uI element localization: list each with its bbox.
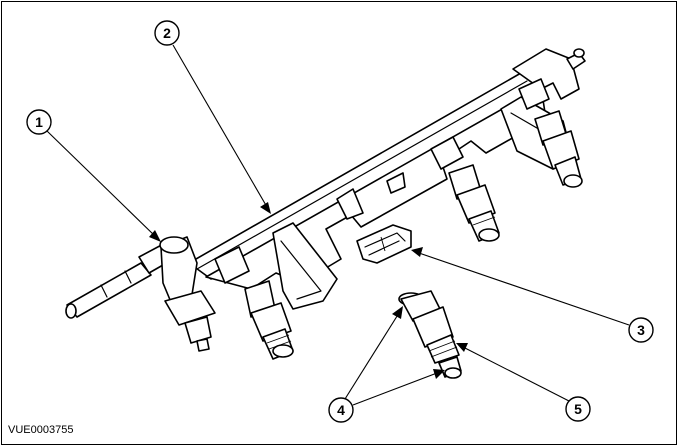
callout-5-label: 5 <box>574 401 582 417</box>
fuel-rail <box>65 48 586 352</box>
retaining-clip <box>356 224 412 264</box>
installed-injector-right <box>518 78 583 188</box>
callout-1: 1 <box>26 109 52 135</box>
callout-1-label: 1 <box>35 114 43 130</box>
callout-3-label: 3 <box>637 322 645 338</box>
callout-3: 3 <box>628 317 654 343</box>
callout-2: 2 <box>154 20 180 46</box>
callout-2-label: 2 <box>163 25 171 41</box>
installed-injector-middle <box>430 136 500 242</box>
loose-injector <box>398 290 462 379</box>
callout-4-label: 4 <box>337 402 345 418</box>
callout-5: 5 <box>565 396 591 422</box>
figure-reference-code: VUE0003755 <box>8 424 74 436</box>
callout-4: 4 <box>328 397 354 423</box>
leader-lines <box>46 44 630 406</box>
installed-injector-left <box>244 280 294 360</box>
